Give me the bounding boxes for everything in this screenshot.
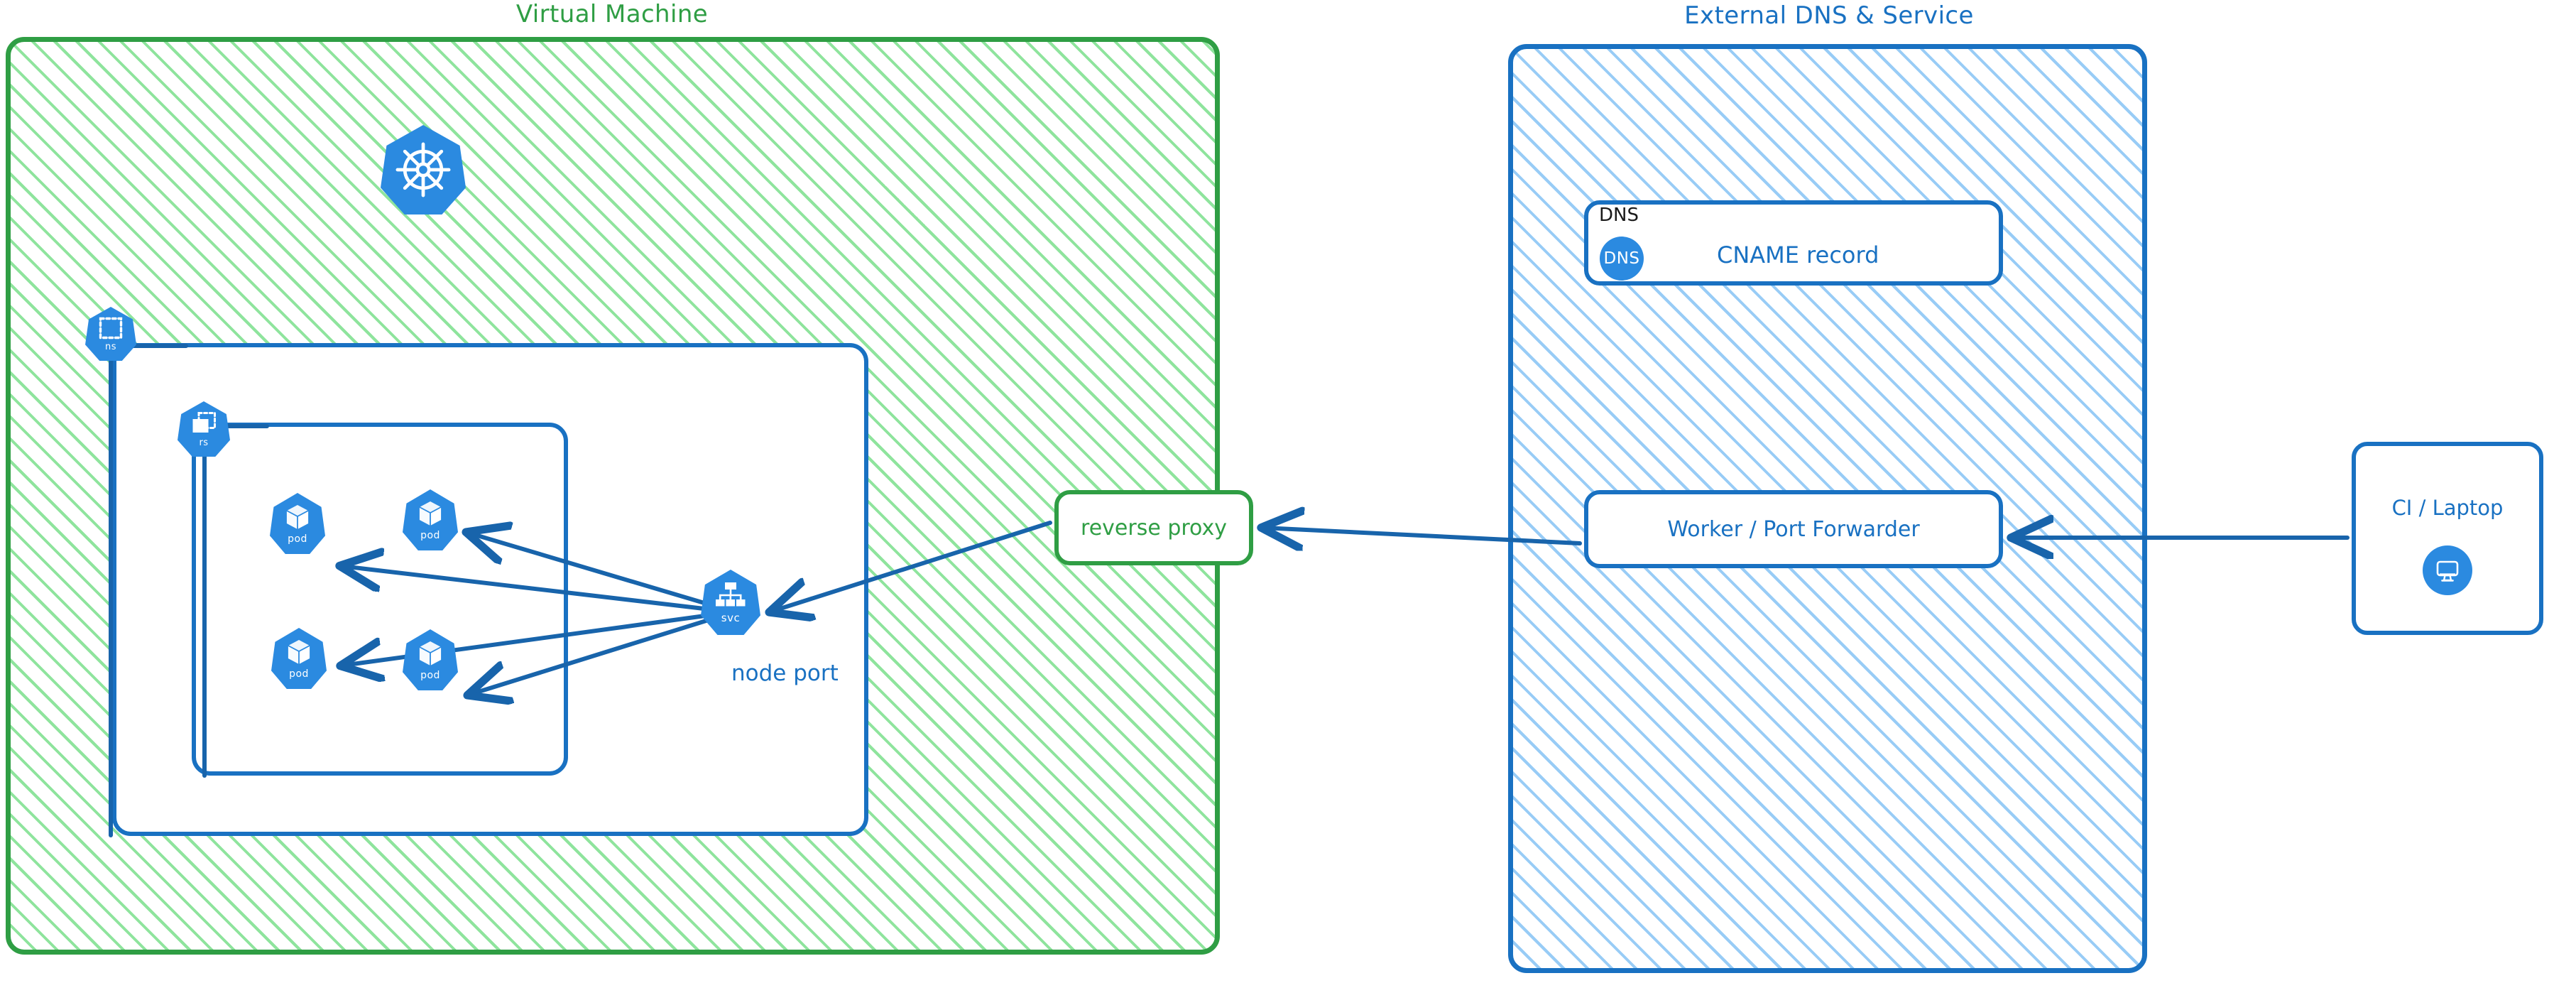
vm-zone-title: Virtual Machine <box>515 0 709 28</box>
replicaset-boundary <box>192 423 568 776</box>
external-zone-title: External DNS & Service <box>1684 1 1974 30</box>
desktop-monitor-icon <box>2423 545 2472 595</box>
worker-port-forwarder-box[interactable]: Worker / Port Forwarder <box>1584 490 2003 568</box>
dns-card-tag: DNS <box>1599 205 1639 226</box>
reverse-proxy-box[interactable]: reverse proxy <box>1054 490 1253 565</box>
dns-badge-icon: DNS <box>1600 237 1644 281</box>
node-port-label: node port <box>731 661 839 686</box>
ci-laptop-label: CI / Laptop <box>2391 496 2504 520</box>
pod-caption-3: pod <box>289 668 309 680</box>
replicaset-caption: rs <box>199 437 209 448</box>
namespace-caption: ns <box>104 341 116 352</box>
dns-card[interactable] <box>1584 200 2003 286</box>
service-caption: svc <box>721 611 741 624</box>
reverse-proxy-label: reverse proxy <box>1081 515 1227 541</box>
pod-caption-4: pod <box>420 670 440 681</box>
ci-laptop-box[interactable] <box>2352 442 2543 635</box>
pod-caption-2: pod <box>420 530 440 541</box>
pod-caption-1: pod <box>288 533 307 545</box>
worker-port-forwarder-label: Worker / Port Forwarder <box>1667 516 1920 542</box>
cname-record-label: CNAME record <box>1717 241 1879 268</box>
